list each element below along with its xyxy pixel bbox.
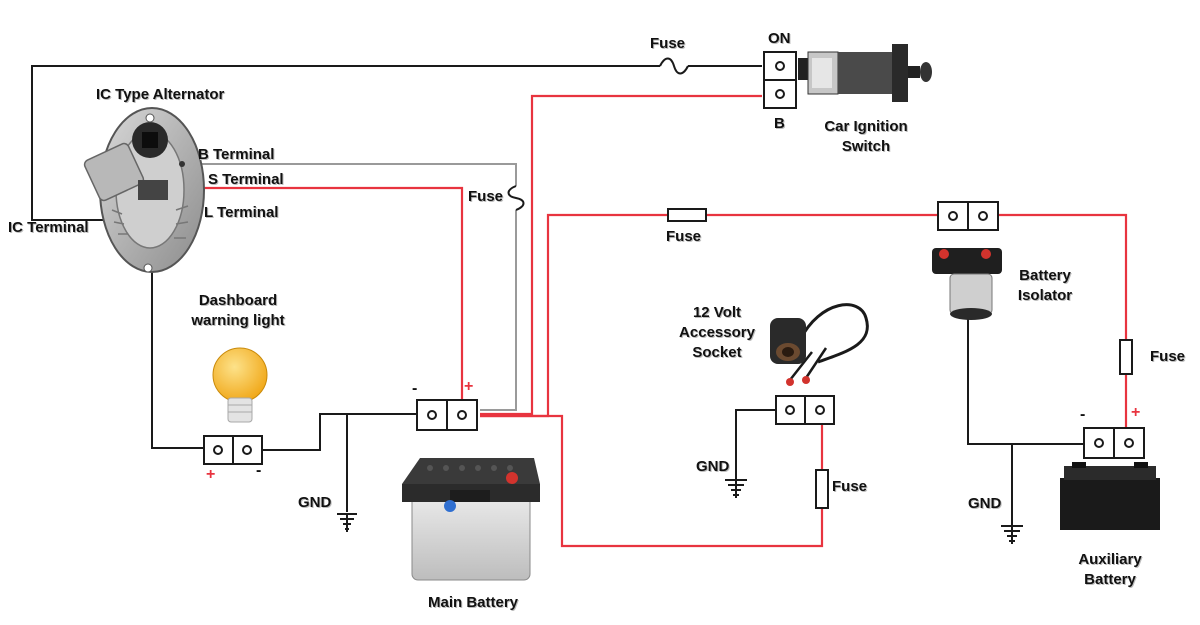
main-battery-image [402,458,540,581]
aux-battery-label-2: Battery [1084,571,1136,588]
battery-isolator-image [932,248,1002,320]
main-gnd-label: GND [298,494,332,511]
gnd-symbol-main [337,513,357,532]
socket-fuse-label: Fuse [832,478,868,495]
b-terminal-label: B Terminal [198,146,275,163]
fuse-isolator-feed [667,208,707,222]
socket-label-2: Accessory [679,324,755,341]
gnd-symbol-auxiliary [1001,524,1023,544]
isolator-fuse-label: Fuse [666,228,702,245]
fuse-s-terminal [507,185,525,211]
fuse-ignition [659,57,689,75]
black-wires [31,65,1086,524]
warning-light-label-1: Dashboard [198,292,278,309]
warning-light-terminal-block [203,435,263,465]
main-battery-plus: + [464,378,474,395]
main-battery-label: Main Battery [428,594,519,611]
aux-battery-plus: + [1131,404,1141,421]
s-terminal-label: S Terminal [208,171,284,188]
ignition-fuse-label: Fuse [650,35,686,52]
isolator-label-1: Battery [1019,267,1071,284]
isolator-label-2: Isolator [1017,287,1073,304]
red-wires [150,94,1128,548]
socket-label-3: Socket [692,344,742,361]
ignition-b-label: B [774,115,785,132]
socket-terminal-block [775,395,835,425]
main-battery-terminal-block [416,399,478,431]
alternator-title: IC Type Alternator [96,86,225,103]
ignition-on-label: ON [768,30,791,47]
accessory-socket-image [770,303,869,386]
socket-label-1: 12 Volt [692,304,742,321]
ic-terminal-label: IC Terminal [8,219,89,236]
fuse-socket [815,469,829,509]
gnd-symbol-socket [725,478,747,498]
ignition-switch-label-1: Car Ignition [824,118,908,135]
socket-gnd-label: GND [696,458,730,475]
b-terminal-wire [186,163,517,411]
aux-battery-image [1060,462,1160,530]
aux-battery-minus: - [1080,406,1086,423]
aux-fuse-label: Fuse [1150,348,1186,365]
aux-battery-label-1: Auxiliary [1078,551,1142,568]
l-terminal-label: L Terminal [204,204,279,221]
main-battery-minus: - [412,380,418,397]
ignition-switch-image [798,44,932,102]
warning-light-label-2: warning light [191,312,285,329]
s-terminal-fuse-label: Fuse [468,188,504,205]
warning-light-plus: + [206,466,216,483]
aux-gnd-label: GND [968,495,1002,512]
aux-battery-terminal-block [1083,427,1145,459]
warning-light-minus: - [256,462,262,479]
fuse-auxiliary [1119,339,1133,375]
ignition-terminal-block [763,51,797,109]
ignition-switch-label-2: Switch [841,138,891,155]
warning-bulb-image [212,347,268,423]
isolator-terminal-block [937,201,999,231]
alternator-image [83,107,205,273]
